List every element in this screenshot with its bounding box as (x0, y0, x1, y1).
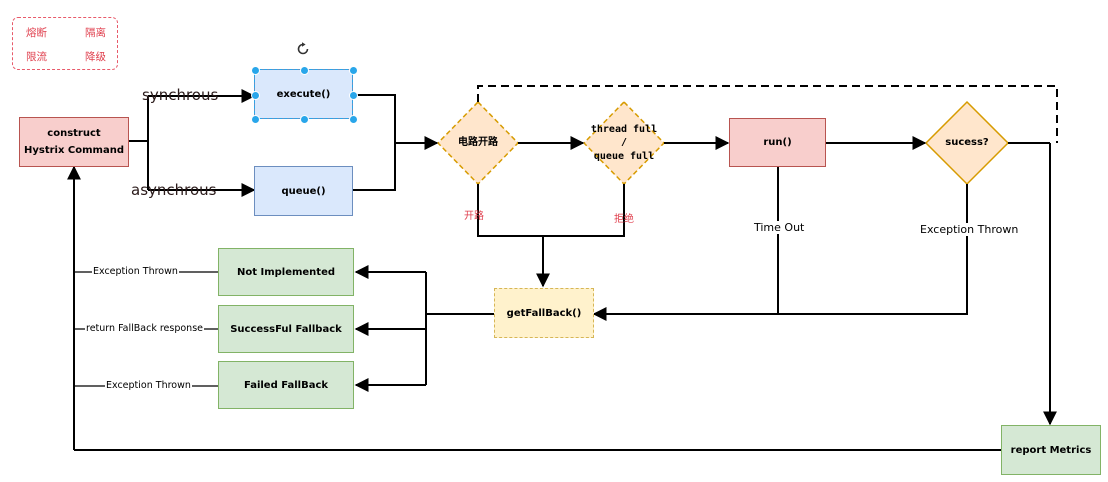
queue-label: queue() (281, 185, 326, 197)
get-fallback-label: getFallBack() (506, 307, 582, 319)
thread-full-line2: / (620, 137, 628, 149)
resize-handle-sw[interactable] (251, 115, 260, 124)
run-label: run() (763, 137, 792, 148)
successful-fallback-label: SuccessFul Fallback (230, 323, 342, 335)
circuit-open-label: 电路开路 (458, 137, 498, 149)
legend-item-circuit-breaker: 熔断 (26, 27, 47, 39)
edge-success-exception (778, 184, 968, 315)
legend-box: 熔断 隔离 限流 降级 (12, 17, 118, 70)
legend-item-rate-limit: 限流 (26, 51, 47, 63)
resize-handle-w[interactable] (251, 91, 260, 100)
failed-fallback-label: Failed FallBack (243, 379, 329, 391)
execute-node[interactable]: execute() (254, 69, 353, 119)
legend-item-isolation: 隔离 (85, 27, 106, 39)
construct-label: construct (47, 128, 101, 139)
resize-handle-s[interactable] (300, 115, 309, 124)
selection-outline (254, 69, 353, 119)
hystrix-command-label: Hystrix Command (24, 145, 124, 156)
exception-thrown-1-label: Exception Thrown (92, 266, 179, 277)
return-fallback-label: return FallBack response (85, 323, 204, 334)
resize-handle-ne[interactable] (349, 66, 358, 75)
edge-dashed-loop (477, 85, 1058, 143)
resize-handle-nw[interactable] (251, 66, 260, 75)
get-fallback-node[interactable]: getFallBack() (494, 288, 594, 338)
not-implemented-node[interactable]: Not Implemented (218, 248, 354, 296)
edge-circuit-down (477, 184, 625, 237)
open-circuit-label: 开路 (464, 211, 484, 222)
legend-item-degrade: 降级 (85, 51, 106, 63)
resize-handle-e[interactable] (349, 91, 358, 100)
report-metrics-label: report Metrics (1010, 444, 1092, 456)
thread-full-line1: thread full (590, 123, 658, 135)
construct-hystrix-command-node[interactable]: construct Hystrix Command (19, 117, 129, 167)
edge-run-timeout (592, 167, 779, 321)
run-node[interactable]: run() (729, 118, 826, 167)
resize-handle-n[interactable] (300, 66, 309, 75)
resize-handle-se[interactable] (349, 115, 358, 124)
rotate-handle-icon[interactable] (296, 42, 310, 56)
thread-full-label: thread full / queue full (584, 120, 664, 166)
thread-full-line3: queue full (593, 150, 655, 162)
asynchronous-label: asynchrous (131, 181, 217, 199)
successful-fallback-node[interactable]: SuccessFul Fallback (218, 305, 354, 353)
success-label: sucess? (945, 137, 989, 149)
rejected-label: 拒绝 (614, 214, 634, 225)
time-out-label: Time Out (752, 221, 807, 234)
execute-label: execute() (276, 88, 331, 100)
exception-thrown-run-label: Exception Thrown (918, 223, 1021, 236)
synchronous-label: synchrous (142, 86, 219, 104)
exception-thrown-2-label: Exception Thrown (105, 380, 192, 391)
report-metrics-node[interactable]: report Metrics (1001, 425, 1101, 475)
not-implemented-label: Not Implemented (236, 266, 336, 278)
queue-node[interactable]: queue() (254, 166, 353, 216)
edge-execute-out (353, 94, 396, 191)
failed-fallback-node[interactable]: Failed FallBack (218, 361, 354, 409)
